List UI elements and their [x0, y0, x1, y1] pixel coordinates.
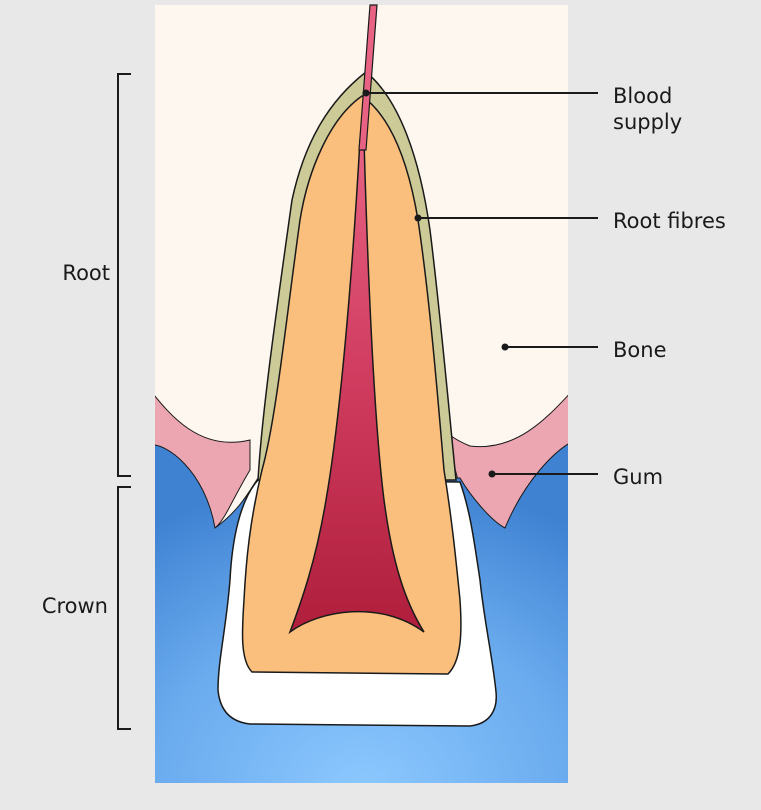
crown-label: Crown — [42, 594, 108, 618]
blood-supply-label-line1: Blood — [613, 84, 672, 108]
root-fibres-label: Root fibres — [613, 209, 726, 233]
root-label: Root — [62, 261, 110, 285]
bone-label: Bone — [613, 338, 666, 362]
gum-label: Gum — [613, 465, 663, 489]
crown-bracket — [118, 487, 131, 729]
root-bracket — [118, 74, 131, 476]
blood-supply-label-line2: supply — [613, 110, 682, 134]
